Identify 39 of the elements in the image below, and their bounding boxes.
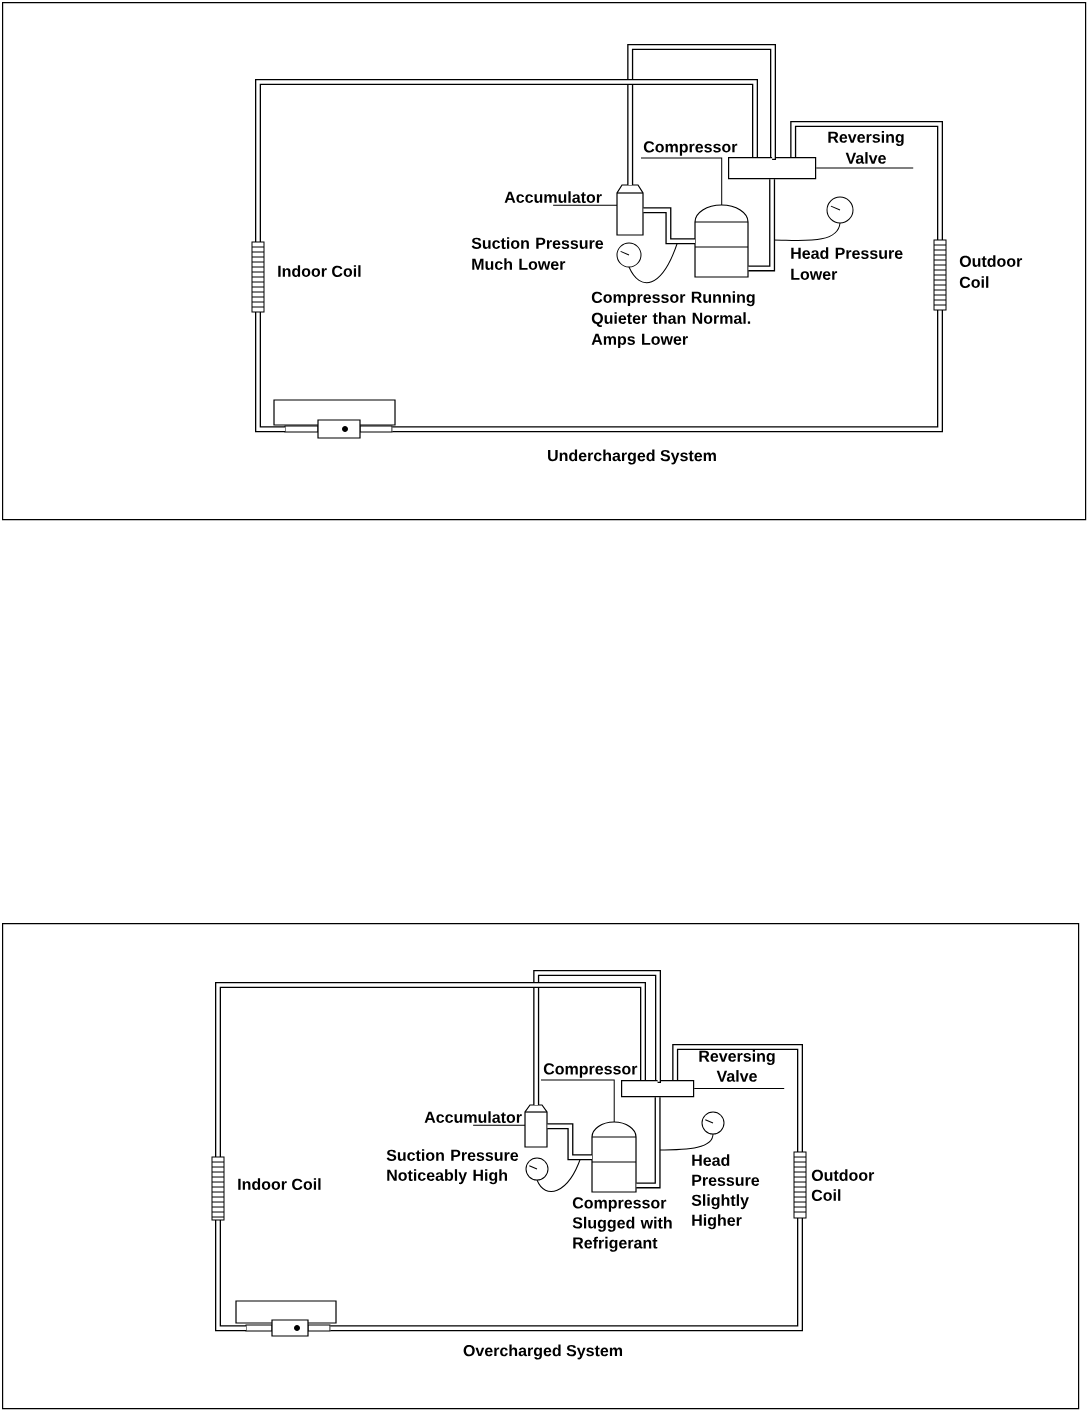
leader-line [640, 157, 723, 206]
part-label: Head Pressure Slightly Higher [691, 1154, 760, 1230]
refrigerant-pipe [392, 121, 943, 433]
leader-line [693, 1088, 785, 1090]
refrigerant-pipe [215, 982, 646, 1332]
part-label: Suction Pressure Noticeably High [386, 1149, 519, 1185]
refrigerant-pipe [627, 44, 776, 185]
part-label: Indoor Coil [278, 265, 361, 277]
part-label: Head Pressure Lower [791, 247, 903, 280]
accumulator-drawing [616, 184, 644, 236]
part-label: Suction Pressure Much Lower [471, 237, 604, 270]
part-label: Outdoor Coil [811, 1169, 875, 1201]
valve-body [621, 1080, 695, 1098]
refrigerant-pipe [643, 207, 695, 245]
leader-line [552, 204, 618, 206]
component-label: Reversing Valve [828, 131, 904, 164]
leader-line [815, 167, 914, 169]
refrigerant-pipe [255, 79, 758, 433]
refrigerant-pipe [748, 179, 776, 272]
component-label: Accumulator [504, 191, 602, 203]
valve-body [728, 157, 817, 180]
accumulator-drawing [524, 1104, 548, 1148]
part-label: Indoor Coil [238, 1178, 321, 1190]
refrigerant-pipe [547, 1123, 592, 1161]
node-label: Compressor Slugged with Refrigerant [572, 1197, 672, 1252]
component-label: Reversing Valve [699, 1050, 775, 1082]
part-label: Outdoor Coil [959, 255, 1023, 288]
refrigerant-pipe [330, 1044, 803, 1332]
refrigerant-pipe [636, 1097, 661, 1189]
refrigerant-pipe [533, 970, 661, 1105]
compressor-drawing: Compressor Slugged with Refrigerant [572, 1121, 672, 1252]
component-label: Compressor [543, 1063, 638, 1078]
component-label: Compressor [643, 141, 738, 156]
component-label: Accumulator [424, 1111, 522, 1123]
leader-line [472, 1124, 526, 1126]
leader-line [540, 1079, 615, 1123]
node-label: Compressor Running Quieter than Normal. Amps Lower [591, 291, 755, 349]
metering-device-drawing [235, 1300, 337, 1337]
metering-device-drawing [273, 399, 396, 439]
